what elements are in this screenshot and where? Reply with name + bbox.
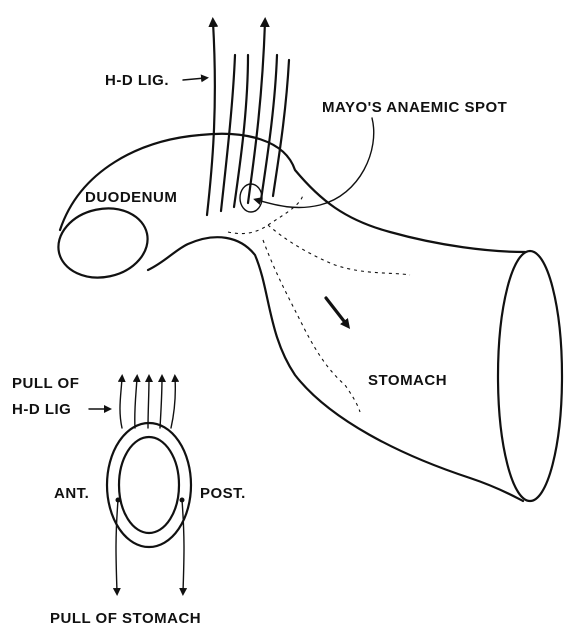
- hd-lig-label: H-D LIG.: [105, 72, 169, 89]
- cross-section-inset: PULL OF H-D LIG ANT. POST. PULL OF STOMA…: [12, 375, 246, 627]
- mayos-spot-label: MAYO'S ANAEMIC SPOT: [322, 99, 507, 116]
- mayos-spot-leader: [257, 118, 374, 208]
- stomach-label: STOMACH: [368, 372, 447, 389]
- pull-of-stomach-label: PULL OF STOMACH: [50, 610, 201, 627]
- stomach-opening: [498, 251, 562, 501]
- stomach-pull-arrow: [326, 298, 347, 325]
- duodenum-label: DUODENUM: [85, 189, 177, 206]
- hd-lig-short-label: H-D LIG: [12, 401, 71, 418]
- lower-contour: [148, 237, 523, 501]
- pull-of-label: PULL OF: [12, 375, 79, 392]
- post-label: POST.: [200, 485, 246, 502]
- inner-wall: [119, 437, 179, 533]
- ant-label: ANT.: [54, 485, 89, 502]
- hd-ligament-lines: [207, 22, 289, 215]
- hd-lig-pointer: [183, 78, 205, 80]
